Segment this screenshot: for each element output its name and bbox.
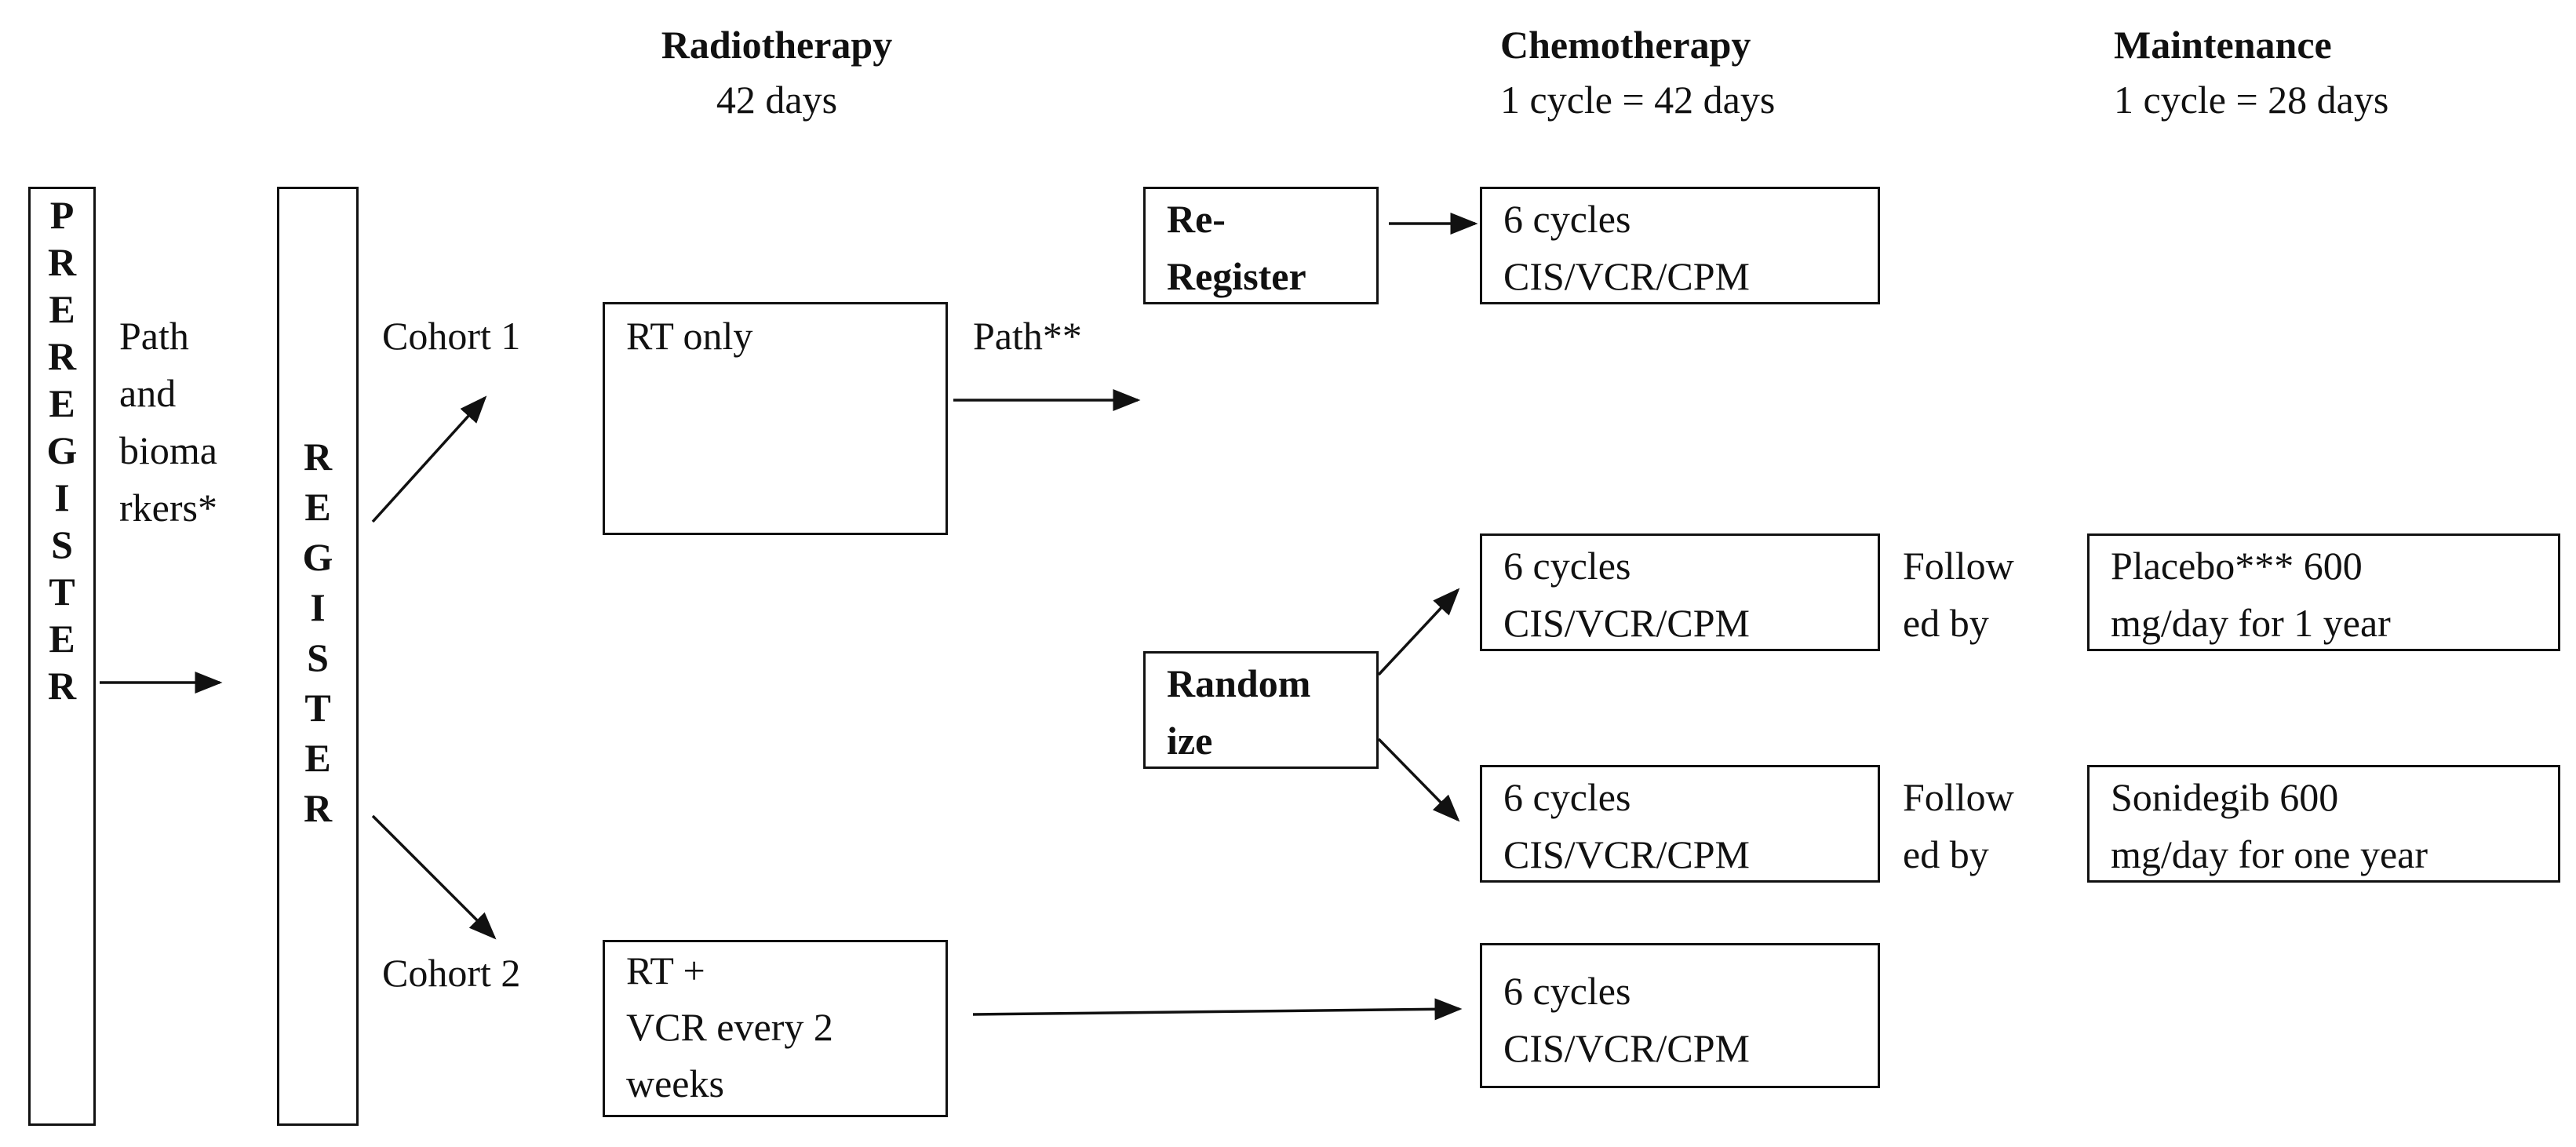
rt-only-text: RT only	[626, 314, 753, 358]
reregister-box: Re- Register	[1143, 187, 1379, 304]
arrow-register-to-cohort-1	[371, 395, 487, 523]
placebo-line-2: mg/day for 1 year	[2111, 601, 2391, 645]
sonidegib-line-2: mg/day for one year	[2111, 832, 2428, 876]
header-radiotherapy-title: Radiotherapy	[661, 23, 893, 67]
arrow-rt-vcr-to-chemo	[972, 998, 1463, 1021]
chemo-top-line-2: CIS/VCR/CPM	[1503, 254, 1751, 298]
followed-by-a-label: Follow ed by	[1903, 537, 2014, 652]
path-biomarkers-line-1: Path	[119, 314, 189, 358]
chemo-bottom-line-1: 6 cycles	[1503, 969, 1631, 1013]
randomize-text: Random ize	[1167, 655, 1310, 770]
path-double-star-label: Path**	[973, 314, 1082, 358]
chemo-arm-b-line-1: 6 cycles	[1503, 775, 1631, 819]
chemo-arm-a-box: 6 cycles CIS/VCR/CPM	[1480, 533, 1880, 651]
header-chemotherapy: Chemotherapy 1 cycle = 42 days	[1500, 17, 1775, 127]
preregister-box	[28, 187, 96, 1126]
cohort-1-label: Cohort 1	[382, 314, 521, 358]
chemo-top-line-1: 6 cycles	[1503, 197, 1631, 241]
chemo-bottom-text: 6 cycles CIS/VCR/CPM	[1503, 963, 1750, 1077]
path-biomarkers-line-4: rkers*	[119, 486, 217, 530]
rt-vcr-box: RT + VCR every 2 weeks	[603, 940, 948, 1117]
chemo-top-text: 6 cycles CIS/VCR/CPM	[1503, 191, 1750, 305]
chemo-arm-a-text: 6 cycles CIS/VCR/CPM	[1503, 537, 1750, 652]
header-maintenance-sub: 1 cycle = 28 days	[2114, 78, 2389, 122]
arrow-randomize-to-arm-b	[1377, 737, 1460, 822]
path-biomarkers-line-2: and	[119, 371, 177, 415]
chemo-arm-b-text: 6 cycles CIS/VCR/CPM	[1503, 769, 1750, 883]
register-label: R E G I S T E R	[302, 435, 333, 830]
randomize-line-1: Random	[1167, 661, 1311, 705]
rt-vcr-line-3: weeks	[626, 1061, 724, 1105]
chemo-top-box: 6 cycles CIS/VCR/CPM	[1480, 187, 1880, 304]
placebo-line-1: Placebo*** 600	[2111, 544, 2363, 588]
header-radiotherapy-sub: 42 days	[716, 78, 838, 122]
followed-by-b-line-2: ed by	[1903, 832, 1989, 876]
chemo-arm-a-line-1: 6 cycles	[1503, 544, 1631, 588]
header-chemotherapy-sub: 1 cycle = 42 days	[1500, 78, 1776, 122]
chemo-arm-a-line-2: CIS/VCR/CPM	[1503, 601, 1751, 645]
sonidegib-line-1: Sonidegib 600	[2111, 775, 2339, 819]
header-radiotherapy: Radiotherapy 42 days	[596, 17, 957, 127]
rt-vcr-line-1: RT +	[626, 949, 705, 992]
followed-by-a-line-1: Follow	[1903, 544, 2014, 588]
chemo-arm-b-line-2: CIS/VCR/CPM	[1503, 832, 1751, 876]
register-box	[277, 187, 359, 1126]
chemo-bottom-box: 6 cycles CIS/VCR/CPM	[1480, 943, 1880, 1088]
preregister-label: P R E R E G I S T E R	[46, 193, 78, 708]
chemo-bottom-line-2: CIS/VCR/CPM	[1503, 1026, 1751, 1070]
header-maintenance: Maintenance 1 cycle = 28 days	[2114, 17, 2388, 127]
path-biomarkers-line-3: bioma	[119, 428, 217, 472]
reregister-text: Re- Register	[1167, 191, 1306, 305]
header-chemotherapy-title: Chemotherapy	[1500, 23, 1751, 67]
path-biomarkers-text: Path and bioma rkers*	[119, 308, 217, 537]
followed-by-b-label: Follow ed by	[1903, 769, 2014, 883]
header-maintenance-title: Maintenance	[2114, 23, 2332, 67]
sonidegib-text: Sonidegib 600 mg/day for one year	[2111, 769, 2428, 883]
rt-vcr-line-2: VCR every 2	[626, 1005, 833, 1049]
arrow-randomize-to-arm-a	[1377, 588, 1460, 676]
rt-only-box: RT only	[603, 302, 948, 535]
arrow-register-to-cohort-2	[371, 814, 497, 940]
cohort-2-label: Cohort 2	[382, 951, 521, 995]
followed-by-a-line-2: ed by	[1903, 601, 1989, 645]
randomize-line-2: ize	[1167, 719, 1213, 763]
rt-vcr-text: RT + VCR every 2 weeks	[626, 942, 833, 1112]
reregister-line-2: Register	[1167, 254, 1306, 298]
chemo-arm-b-box: 6 cycles CIS/VCR/CPM	[1480, 765, 1880, 883]
reregister-line-1: Re-	[1167, 197, 1226, 241]
sonidegib-box: Sonidegib 600 mg/day for one year	[2087, 765, 2560, 883]
followed-by-b-line-1: Follow	[1903, 775, 2014, 819]
placebo-box: Placebo*** 600 mg/day for 1 year	[2087, 533, 2560, 651]
randomize-box: Random ize	[1143, 651, 1379, 769]
placebo-text: Placebo*** 600 mg/day for 1 year	[2111, 537, 2391, 652]
